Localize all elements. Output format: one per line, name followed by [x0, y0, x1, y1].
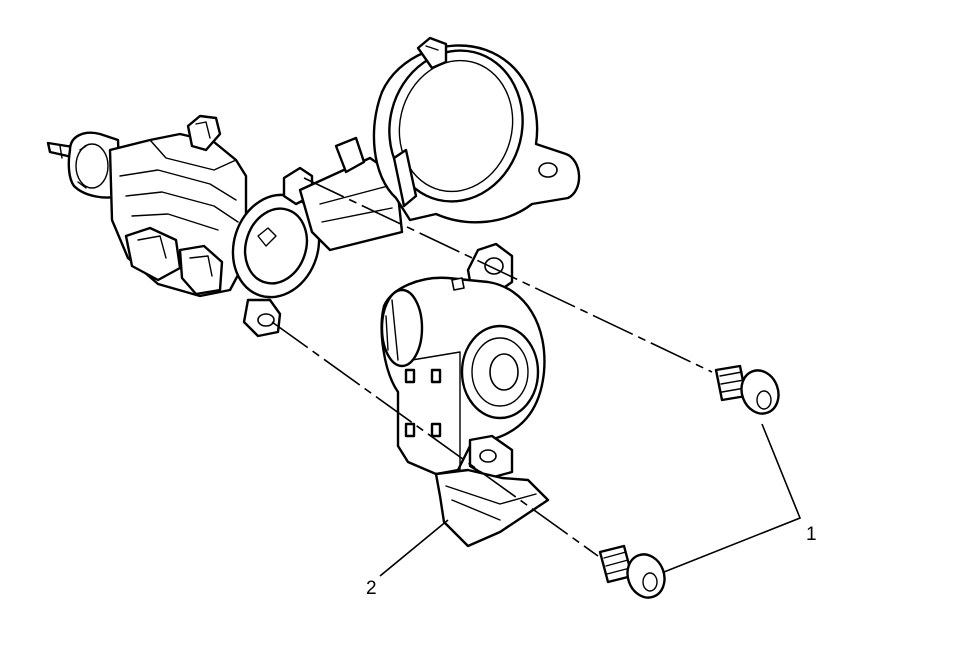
- steering-column-housing: [46, 114, 408, 338]
- centerline-lower-bolt: [271, 321, 599, 557]
- assembly-centerlines: [271, 177, 713, 557]
- leader-switch: [379, 519, 449, 577]
- callout-label-bolts: 1: [806, 524, 817, 545]
- bolt-upper: [714, 364, 780, 415]
- centerline-upper-bolt: [303, 177, 713, 373]
- callout-label-switch: 2: [366, 578, 377, 599]
- leader-bolts: [663, 423, 802, 573]
- column-clamp-bracket: [372, 36, 581, 224]
- callout-leaders: [379, 423, 802, 577]
- bolt-lower: [598, 544, 666, 599]
- switch-assembly: [380, 242, 550, 548]
